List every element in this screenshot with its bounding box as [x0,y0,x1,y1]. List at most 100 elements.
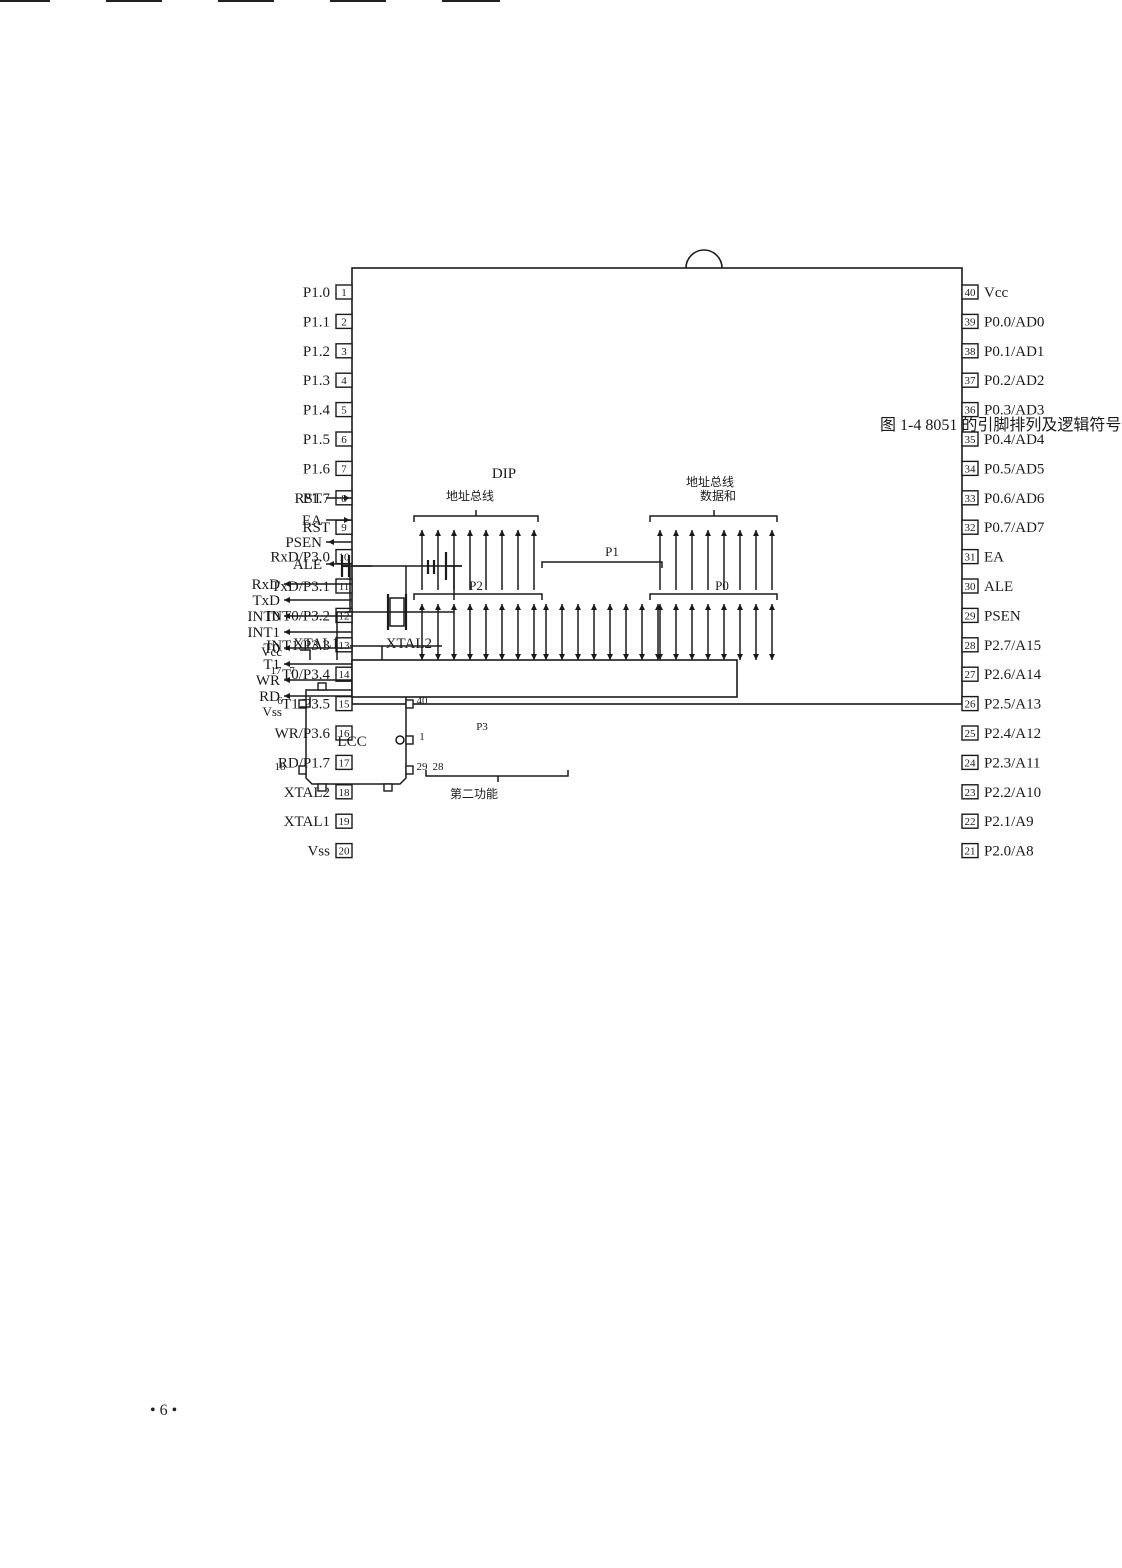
arrow-head-icon [451,654,457,660]
dip-pin-number: 3 [341,346,347,358]
dip-pin-name: P0.5/AD5 [984,461,1044,477]
control-pins: RST EA PSEN ALE [285,491,352,573]
edge-mark [0,0,50,2]
arrow-head-icon [737,530,743,536]
arrow-head-icon [284,597,290,603]
lcc-label: LCC [337,734,366,750]
lcc-pin1-dot [395,735,405,745]
arrow-head-icon [559,654,565,660]
p1-bracket [541,561,663,568]
dip-pin-number: 25 [965,728,977,740]
arrow-head-icon [769,604,775,610]
dip-pin-box [335,784,353,800]
lcc-pad [383,783,393,792]
arrow-head-icon [559,604,565,610]
arrow-head-icon [769,654,775,660]
dip-pin-box [335,372,353,388]
dip-pin-box [961,607,979,624]
dip-pin-name: RD/P1.7 [278,755,331,771]
control-label: EA [302,513,322,529]
address-bus-brace [413,510,539,522]
xtal1-label: XTAL1 [293,636,339,652]
edge-mark [106,0,162,2]
dip-pin-name: P2.4/A12 [984,726,1041,742]
arrow-head-icon [284,693,290,699]
page-number: • 6 • [150,1402,178,1419]
arrow-head-icon [705,530,711,536]
arrow-head-icon [499,654,505,660]
p3-signal-label: INT1 [248,625,281,641]
dip-pin-number: 30 [965,581,977,593]
dip-pin-number: 15 [339,699,351,711]
control-label: PSEN [285,535,322,551]
arrow-head-icon [575,654,581,660]
arrow-head-icon [705,654,711,660]
arrow-head-icon [344,495,350,501]
p2-label: P2 [469,578,483,593]
dip-pin-number: 29 [965,610,977,622]
dip-pin-box [335,431,353,447]
dip-pin-box [961,578,979,594]
bus-data-addr-line1: 数据和 [700,488,736,503]
dip-pin-box [961,754,979,771]
arrow-head-icon [721,654,727,660]
crystal-icon [389,597,405,627]
lcc-pin-label: 17 [271,665,283,677]
dip-pin-box [961,343,979,359]
arrow-head-icon [435,530,441,536]
lcc-pad [298,765,307,775]
dip-pin-number: 16 [339,728,351,740]
dip-pin-number: 21 [965,846,976,858]
dip-pin-box [961,695,979,712]
dip-pin-number: 38 [965,346,977,358]
arrow-head-icon [721,530,727,536]
dip-pin-box [961,490,979,506]
arrow-head-icon [543,654,549,660]
dip-pin-name: WR/P3.6 [275,726,331,742]
arrow-head-icon [451,530,457,536]
arrow-head-icon [655,604,661,610]
dip-pin-name: P1.1 [303,314,330,330]
dip-pin-name: P0.0/AD0 [984,314,1044,330]
lcc-pin-label: 6 [277,695,283,707]
arrow-head-icon [543,604,549,610]
arrow-head-icon [419,530,425,536]
dip-pin-box [961,813,979,829]
dip-pin-name: P1.6 [303,461,331,477]
dip-pin-number: 5 [341,405,347,417]
figure-caption: 图 1-4 8051 的引脚排列及逻辑符号 [880,416,1121,434]
dip-pin-number: 14 [339,669,351,681]
arrow-head-icon [435,654,441,660]
dip-pin-box [961,637,979,653]
dip-body [351,267,963,705]
dip-pin-box [335,313,353,330]
arrow-head-icon [467,654,473,660]
logic-body [351,659,738,698]
lcc-pad [317,783,327,792]
dip-pin-number: 17 [339,757,351,769]
vss-lead [300,697,311,708]
edge-mark [442,0,500,2]
arrow-head-icon [284,661,290,667]
arrow-head-icon [737,604,743,610]
dip-pin-box [961,401,979,418]
dip-pin-name: Vcc [984,285,1008,301]
arrow-head-icon [499,604,505,610]
dip-pin-box [961,284,979,300]
dip-pin-number: 11 [339,581,350,593]
lcc-pin-label: 1 [419,731,425,743]
arrow-head-icon [673,654,679,660]
dip-pin-number: 1 [341,287,347,299]
control-label: RST [294,491,322,507]
dip-pin-box [961,842,979,859]
dip-pin-box [335,343,353,359]
arrow-head-icon [284,645,290,651]
data-address-bus-brace [649,510,778,522]
dip-pin-number: 37 [965,375,977,387]
arrow-head-icon [344,517,350,523]
lcc-pad [405,735,414,745]
dip-pin-name: TxD/P3.1 [271,579,330,595]
control-label: ALE [293,557,322,573]
dip-notch [685,249,723,269]
dip-pin-name: P2.0/A8 [984,844,1034,860]
